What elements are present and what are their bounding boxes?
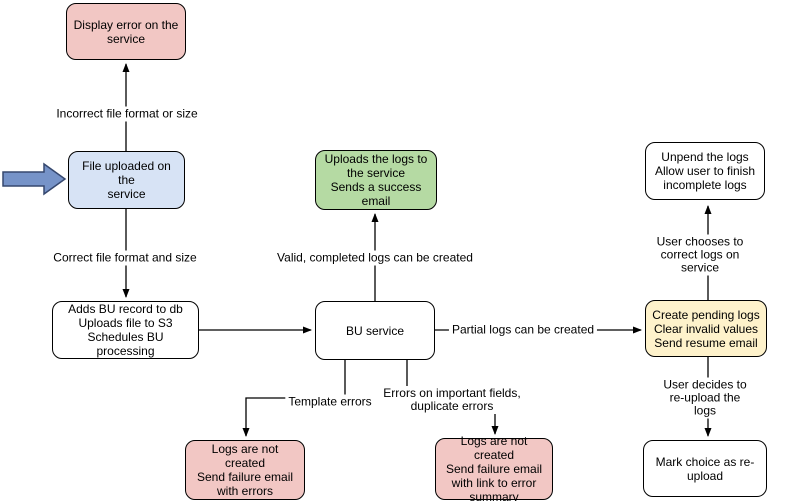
node-create-pending-logs: Create pending logs Clear invalid values… bbox=[645, 300, 767, 357]
node-display-error: Display error on the service bbox=[66, 3, 186, 60]
edge-label-partial-logs: Partial logs can be created bbox=[448, 322, 598, 338]
node-bu-service: BU service bbox=[315, 301, 435, 360]
edge-label-important-field-errors: Errors on important fields, duplicate er… bbox=[380, 386, 524, 414]
node-adds-bu-record: Adds BU record to db Uploads file to S3 … bbox=[52, 301, 199, 359]
entry-arrow-icon bbox=[2, 162, 67, 196]
node-logs-not-created-summary: Logs are not created Send failure email … bbox=[435, 434, 553, 501]
node-mark-choice-reupload: Mark choice as re- upload bbox=[643, 440, 767, 497]
node-logs-not-created-errors: Logs are not created Send failure email … bbox=[185, 440, 305, 500]
node-unpend-logs: Unpend the logs Allow user to finish inc… bbox=[645, 142, 765, 200]
node-file-uploaded: File uploaded on the service bbox=[68, 151, 185, 209]
edge-label-template-errors: Template errors bbox=[285, 394, 375, 410]
edge-label-user-corrects: User chooses to correct logs on service bbox=[649, 234, 751, 276]
edge-label-incorrect-file-format: Incorrect file format or size bbox=[53, 106, 201, 122]
edge-label-correct-file-format: Correct file format and size bbox=[50, 250, 200, 266]
edge-label-valid-logs: Valid, completed logs can be created bbox=[274, 250, 476, 266]
edge-label-user-reuploads: User decides to re-upload the logs bbox=[657, 377, 753, 419]
node-uploads-logs: Uploads the logs to the service Sends a … bbox=[315, 150, 437, 210]
